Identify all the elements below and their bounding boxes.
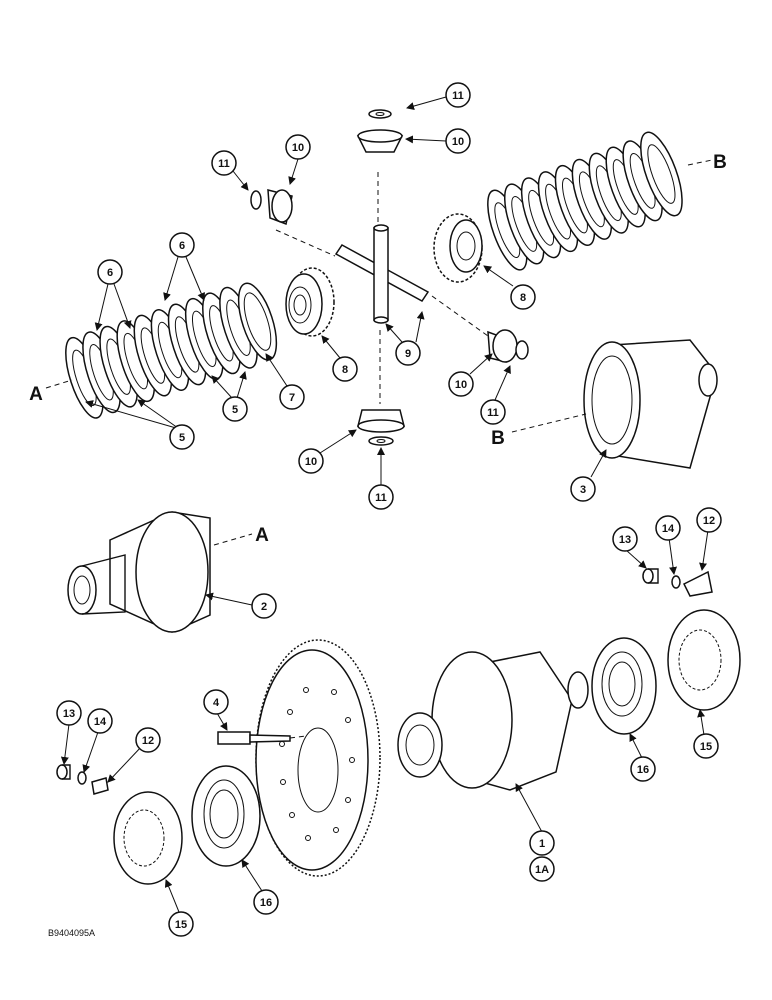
svg-text:1: 1 — [539, 838, 545, 850]
adjusting-nut-left — [113, 791, 183, 885]
callout-6-right: 6 — [169, 232, 195, 258]
callout-8-right: 8 — [510, 284, 536, 310]
callout-15-left: 15 — [168, 911, 194, 937]
adjusting-nut-right — [667, 609, 741, 711]
pinion-gear-upper-left — [250, 189, 293, 226]
callout-10-right: 10 — [448, 371, 474, 397]
svg-text:11: 11 — [452, 90, 464, 102]
svg-text:4: 4 — [213, 697, 220, 709]
svg-text:15: 15 — [175, 919, 187, 931]
clutch-pack-right — [487, 131, 683, 271]
svg-text:5: 5 — [232, 404, 238, 416]
callout-6-left: 6 — [97, 259, 123, 285]
callout-11-bottom: 11 — [368, 484, 394, 510]
svg-text:9: 9 — [405, 348, 411, 360]
callout-16-right: 16 — [630, 756, 656, 782]
callout-13-right: 13 — [612, 526, 638, 552]
view-letter-a-right: A — [255, 525, 269, 546]
callout-13-left: 13 — [56, 700, 82, 726]
svg-text:11: 11 — [218, 158, 230, 170]
svg-text:16: 16 — [637, 764, 649, 776]
clutch-pack-left — [65, 282, 278, 419]
callout-16-left: 16 — [253, 889, 279, 915]
callout-5-upper: 5 — [222, 396, 248, 422]
callout-1a: 1A — [529, 856, 555, 882]
leader-arrows — [60, 96, 709, 913]
case-half-left — [67, 511, 211, 633]
svg-text:3: 3 — [580, 484, 586, 496]
callout-11-top: 11 — [445, 82, 471, 108]
callout-1: 1 — [529, 830, 555, 856]
figure-id: B9404095A — [48, 928, 95, 938]
svg-text:8: 8 — [342, 364, 348, 376]
svg-text:5: 5 — [179, 432, 185, 444]
bearing-right — [591, 637, 657, 735]
callout-4: 4 — [203, 689, 229, 715]
side-gear-right — [433, 213, 483, 283]
pinion-gear-top — [356, 109, 404, 153]
bolt — [217, 731, 307, 745]
svg-text:11: 11 — [487, 407, 499, 419]
view-letter-a-left: A — [29, 384, 43, 405]
svg-text:6: 6 — [179, 240, 185, 252]
svg-text:13: 13 — [63, 708, 75, 720]
callout-12-right: 12 — [696, 507, 722, 533]
svg-text:7: 7 — [289, 392, 295, 404]
svg-text:13: 13 — [619, 534, 631, 546]
callout-14-left: 14 — [87, 708, 113, 734]
lock-hardware-right — [642, 568, 713, 597]
svg-text:10: 10 — [452, 136, 464, 148]
callout-10-upper-left: 10 — [285, 134, 311, 160]
svg-text:12: 12 — [703, 515, 715, 527]
callout-7: 7 — [279, 384, 305, 410]
callout-10-bottom: 10 — [298, 448, 324, 474]
ring-gear — [255, 639, 381, 877]
callout-3: 3 — [570, 476, 596, 502]
side-gear-left — [285, 267, 335, 337]
callout-2: 2 — [251, 593, 277, 619]
svg-text:2: 2 — [261, 601, 267, 613]
svg-text:14: 14 — [662, 523, 675, 535]
view-letter-b-top: B — [713, 152, 727, 173]
callout-5-lower: 5 — [169, 424, 195, 450]
svg-text:1A: 1A — [535, 864, 549, 876]
case-half-right — [583, 339, 718, 469]
callout-11-right: 11 — [480, 399, 506, 425]
callout-8-left: 8 — [332, 356, 358, 382]
svg-text:10: 10 — [305, 456, 317, 468]
svg-text:14: 14 — [94, 716, 107, 728]
cross-shaft — [334, 224, 430, 324]
differential-assembly — [397, 651, 589, 791]
svg-text:16: 16 — [260, 897, 272, 909]
svg-text:10: 10 — [455, 379, 467, 391]
reference-lines — [45, 159, 713, 546]
callout-9: 9 — [395, 340, 421, 366]
callout-14-right: 14 — [655, 515, 681, 541]
view-letter-b-mid: B — [491, 428, 505, 449]
lock-hardware-left — [56, 764, 109, 795]
callout-12-left: 12 — [135, 727, 161, 753]
svg-text:6: 6 — [107, 267, 113, 279]
pinion-gear-right — [487, 329, 529, 363]
svg-text:11: 11 — [375, 492, 387, 504]
callout-15-right: 15 — [693, 733, 719, 759]
callout-10-top: 10 — [445, 128, 471, 154]
svg-text:15: 15 — [700, 741, 712, 753]
bearing-left — [191, 765, 261, 867]
svg-text:12: 12 — [142, 735, 154, 747]
svg-text:10: 10 — [292, 142, 304, 154]
callout-11-upper-left: 11 — [211, 150, 237, 176]
svg-text:8: 8 — [520, 292, 526, 304]
pinion-gear-bottom — [357, 409, 405, 446]
